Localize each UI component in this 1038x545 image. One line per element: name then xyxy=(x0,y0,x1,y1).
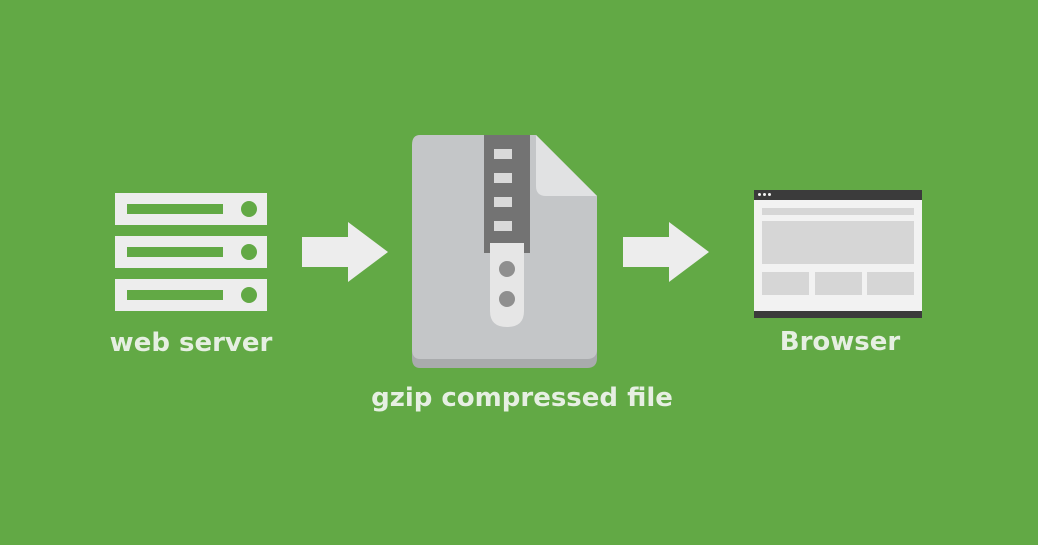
server-unit xyxy=(115,236,267,268)
browser-nav-bar xyxy=(762,208,914,215)
arrow-right-icon xyxy=(302,222,388,282)
zip-file-icon xyxy=(412,135,597,368)
browser-card xyxy=(815,272,862,295)
arrow-right-icon xyxy=(623,222,709,282)
browser-card xyxy=(762,272,809,295)
browser-label: Browser xyxy=(779,327,901,357)
server-label: web server xyxy=(109,328,273,358)
file-label: gzip compressed file xyxy=(371,383,673,413)
browser-hero-block xyxy=(762,221,914,264)
browser-card xyxy=(867,272,914,295)
browser-window-icon xyxy=(754,190,922,318)
server-unit xyxy=(115,193,267,225)
server-stack-icon xyxy=(115,193,267,313)
browser-titlebar xyxy=(754,190,922,200)
server-unit xyxy=(115,279,267,311)
